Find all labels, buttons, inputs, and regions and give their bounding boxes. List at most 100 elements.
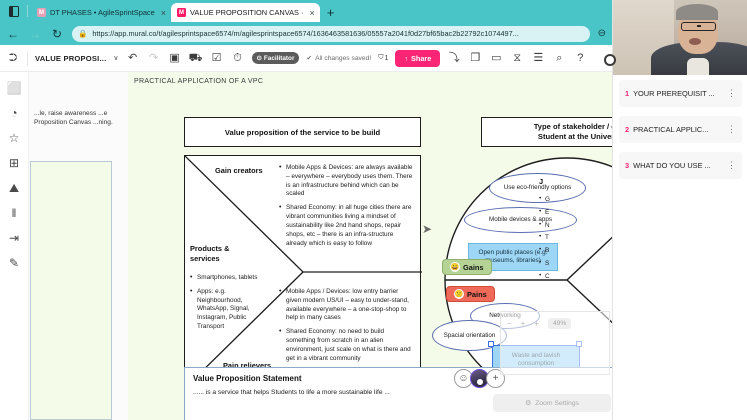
participants-indicator[interactable]: ⛉ 1 <box>378 54 388 62</box>
list-item[interactable]: 3 WHAT DO YOU USE ... ⋮ <box>619 152 742 179</box>
list-item[interactable]: 2 PRACTICAL APPLIC... ⋮ <box>619 116 742 143</box>
pen-icon[interactable]: ✎ <box>8 256 20 270</box>
import-icon[interactable]: ⇥ <box>8 231 20 245</box>
value-proposition-square[interactable]: Gain creators Products &services Pain re… <box>184 155 422 388</box>
list-item: Mobile Apps & Devices: are always availa… <box>279 163 415 199</box>
list-item[interactable]: 1 YOUR PREREQUISIT ... ⋮ <box>619 80 742 107</box>
glasses-icon <box>680 22 716 31</box>
right-panel: 1 YOUR PREREQUISIT ... ⋮ 2 PRACTICAL APP… <box>604 0 747 420</box>
value-proposition-statement-body: ...... is a service that helps Students … <box>193 389 390 396</box>
mural-canvas[interactable]: ...le, raise awareness ...e Proposition … <box>29 72 612 420</box>
download-icon[interactable]: ⤵ <box>448 51 460 64</box>
tab-strip: M DT PHASES • AgileSprintSpace × M VALUE… <box>0 0 612 22</box>
check-circle-icon: ✔ <box>306 55 313 62</box>
undo-icon[interactable]: ↶ <box>127 51 138 64</box>
library-icon[interactable]: ‖ <box>11 206 17 220</box>
zoom-widget[interactable]: − + + 49% <box>500 311 610 375</box>
url-input[interactable]: 🔒 https://app.mural.co/t/agilesprintspac… <box>72 25 590 42</box>
back-icon[interactable]: ← <box>7 26 19 41</box>
image-icon[interactable]: ⛰ <box>8 181 20 195</box>
browser-tab-1[interactable]: M DT PHASES • AgileSprintSpace × <box>31 3 171 22</box>
zoom-out-icon[interactable]: ⊖ <box>597 28 606 39</box>
gains-tag[interactable]: 😀 Gains <box>442 259 492 275</box>
share-label: Share <box>411 53 432 63</box>
products-services-label: Products &services <box>190 244 230 263</box>
zoom-plus-small-button[interactable]: + <box>520 319 526 328</box>
help-icon[interactable]: ? <box>577 51 584 64</box>
list-item: Shared Economy: in all huge cities there… <box>279 203 415 248</box>
list-item: N <box>539 221 612 231</box>
close-icon[interactable]: × <box>160 7 167 18</box>
history-icon[interactable]: ⧖ <box>513 51 522 64</box>
mural-icon: M <box>37 8 46 17</box>
share-button[interactable]: ↑ Share <box>395 49 441 67</box>
checklist-icon[interactable]: ☑ <box>211 51 222 64</box>
lock-icon: 🔒 <box>78 29 88 38</box>
list-item: Smartphones, tablets <box>190 273 268 283</box>
outline-list: 1 YOUR PREREQUISIT ... ⋮ 2 PRACTICAL APP… <box>613 80 747 188</box>
outline-item-label: YOUR PREREQUISIT ... <box>633 89 715 98</box>
zoom-level-label[interactable]: 49% <box>548 318 572 329</box>
offscreen-card[interactable] <box>30 161 112 420</box>
list-item: S <box>539 259 612 269</box>
browser-tab-2-title: VALUE PROPOSITION CANVAS · <box>190 8 304 17</box>
share-icon: ↑ <box>404 53 409 63</box>
tab-search-icon[interactable] <box>4 0 24 22</box>
outline-item-number: 1 <box>625 89 630 98</box>
gear-icon: ⚙ <box>525 400 532 407</box>
timer-icon[interactable]: ⏱ <box>233 51 242 64</box>
video-person-mouth <box>688 38 701 45</box>
pain-reliever-bullets: Mobile Apps / Devices: low entry barrier… <box>279 287 415 369</box>
offscreen-note-text: ...le, raise awareness ...e Proposition … <box>34 110 113 127</box>
close-icon[interactable]: × <box>309 7 315 18</box>
gain-creators-label: Gain creators <box>215 166 263 175</box>
redo-icon[interactable]: ↷ <box>148 51 159 64</box>
comment-icon[interactable]: ▭ <box>491 51 502 64</box>
video-status-icon <box>604 54 616 66</box>
jobs-column-bullets: G E N T B S C <box>539 195 612 282</box>
video-person-shirt <box>687 58 710 75</box>
reload-icon[interactable]: ↻ <box>51 26 63 41</box>
notes-icon[interactable]: ☰ <box>533 51 544 64</box>
jobs-column-title: J <box>539 177 544 186</box>
value-proposition-statement-title: Value Proposition Statement <box>193 374 605 383</box>
outline-item-number: 3 <box>625 161 630 170</box>
zoom-settings-button[interactable]: ⚙ Zoom Settings <box>493 394 611 412</box>
browser-tab-1-title: DT PHASES • AgileSprintSpace <box>50 8 155 17</box>
board-name[interactable]: VALUE PROPOSI... <box>35 53 107 63</box>
grid-icon[interactable]: ⊞ <box>8 156 20 170</box>
frown-icon: 🙁 <box>454 289 464 299</box>
zoom-plus-large-button[interactable]: + <box>534 319 540 328</box>
more-options-icon[interactable]: ⋮ <box>727 88 736 99</box>
list-item: Shared Economy: no need to build somethi… <box>279 327 415 363</box>
exit-board-icon[interactable]: ⮊ <box>8 51 18 64</box>
pains-tag[interactable]: 🙁 Pains <box>446 286 495 302</box>
value-proposition-canvas: Value proposition of the service to be b… <box>184 117 612 417</box>
outline-item-label: WHAT DO YOU USE ... <box>633 161 711 170</box>
shape-add-icon[interactable]: ◔ <box>10 106 18 120</box>
find-icon[interactable]: ⌕ <box>556 51 563 64</box>
video-participant-tile[interactable] <box>613 0 747 75</box>
value-proposition-header: Value proposition of the service to be b… <box>184 117 421 147</box>
more-options-icon[interactable]: ⋮ <box>727 160 736 171</box>
sticky-note-icon[interactable]: ⬜ <box>6 81 22 95</box>
zoom-minus-button[interactable]: − <box>507 319 512 328</box>
board-section-title: PRACTICAL APPLICATION OF A VPC <box>134 78 264 85</box>
person-icon: ⛉ <box>378 54 384 61</box>
gains-tag-label: Gains <box>463 262 484 272</box>
selection-handle-tl[interactable] <box>488 341 494 347</box>
chat-icon[interactable]: ❐ <box>470 51 481 64</box>
more-options-icon[interactable]: ⋮ <box>727 124 736 135</box>
frame-icon[interactable]: ▣ <box>169 51 180 64</box>
forward-icon[interactable]: → <box>29 26 41 41</box>
outline-icon[interactable]: ⛟ <box>188 51 203 64</box>
mural-toolbar: ⮊ VALUE PROPOSI... ∨ ↶ ↷ ▣ ⛟ ☑ ⏱ ⊙ Facil… <box>0 45 612 72</box>
facilitator-dot-icon: ⊙ <box>256 55 262 62</box>
jobs-column: J G E N T B S C <box>539 177 612 286</box>
chevron-down-icon[interactable]: ∨ <box>113 55 119 62</box>
star-icon[interactable]: ☆ <box>8 131 20 145</box>
browser-tab-2[interactable]: M VALUE PROPOSITION CANVAS · × <box>171 3 320 22</box>
customer-header-line2: Student at the University o <box>537 132 612 141</box>
facilitator-badge[interactable]: ⊙ Facilitator <box>251 52 300 64</box>
new-tab-button[interactable]: + <box>326 5 335 20</box>
